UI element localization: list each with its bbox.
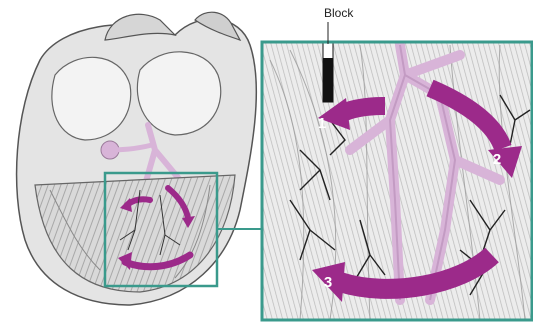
right-atrium-chamber [137,52,220,135]
step-label-3: 3 [324,274,332,291]
block-label: Block [324,6,354,20]
step-label-1: 1 [318,115,326,132]
heart-illustration [17,12,257,305]
magnified-inset [262,42,532,320]
step-label-2: 2 [493,151,501,168]
conduction-arrow-1 [345,106,385,112]
